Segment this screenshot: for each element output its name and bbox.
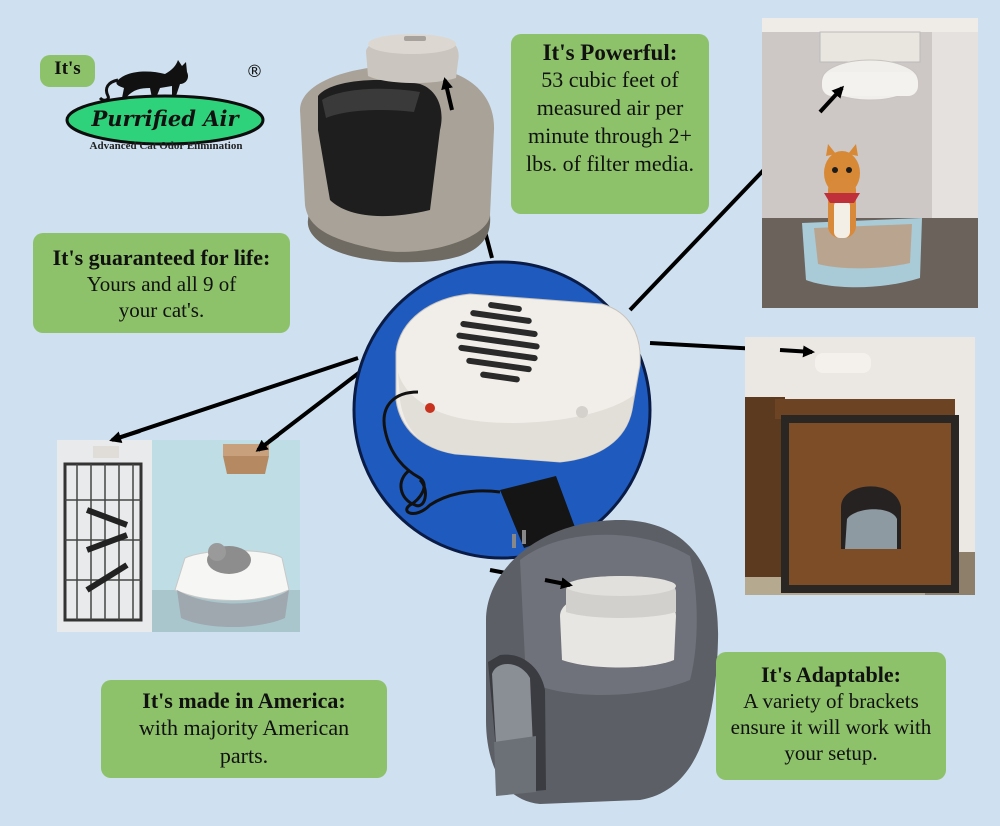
feature-adaptable-body: A variety of brackets ensure it will wor… — [730, 689, 932, 765]
feature-adaptable-heading: It's Adaptable: — [761, 662, 901, 687]
feature-america-body: with majority American parts. — [138, 715, 350, 768]
feature-guaranteed-box: It's guaranteed for life: Yours and all … — [33, 233, 290, 333]
its-label: It's — [54, 58, 81, 79]
registered-mark: ® — [246, 62, 263, 82]
cage-and-shelf-photo — [57, 440, 300, 632]
feature-adaptable-box: It's Adaptable: A variety of brackets en… — [716, 652, 946, 780]
brand-logo — [65, 60, 265, 146]
brand-name: Purrified Air — [91, 106, 239, 131]
brand-tagline: Advanced Cat Odor Elimination — [89, 140, 243, 152]
feature-powerful-heading: It's Powerful: — [542, 40, 678, 65]
logo-oval — [65, 94, 265, 146]
purifier-grille — [456, 302, 540, 383]
feature-guaranteed-heading: It's guaranteed for life: — [52, 245, 271, 270]
cabinet-photo — [745, 337, 975, 595]
feature-powerful-body: 53 cubic feet of measured air per minute… — [525, 67, 694, 176]
arrow-to-cage — [110, 356, 359, 443]
feature-america-box: It's made in America: with majority Amer… — [101, 680, 387, 778]
feature-powerful-box: It's Powerful: 53 cubic feet of measured… — [511, 34, 709, 214]
feature-america-heading: It's made in America: — [142, 688, 346, 713]
feature-guaranteed-body: Yours and all 9 of your cat's. — [86, 272, 237, 322]
wall-mount-photo — [762, 18, 978, 308]
its-label-box: It's — [40, 55, 95, 87]
